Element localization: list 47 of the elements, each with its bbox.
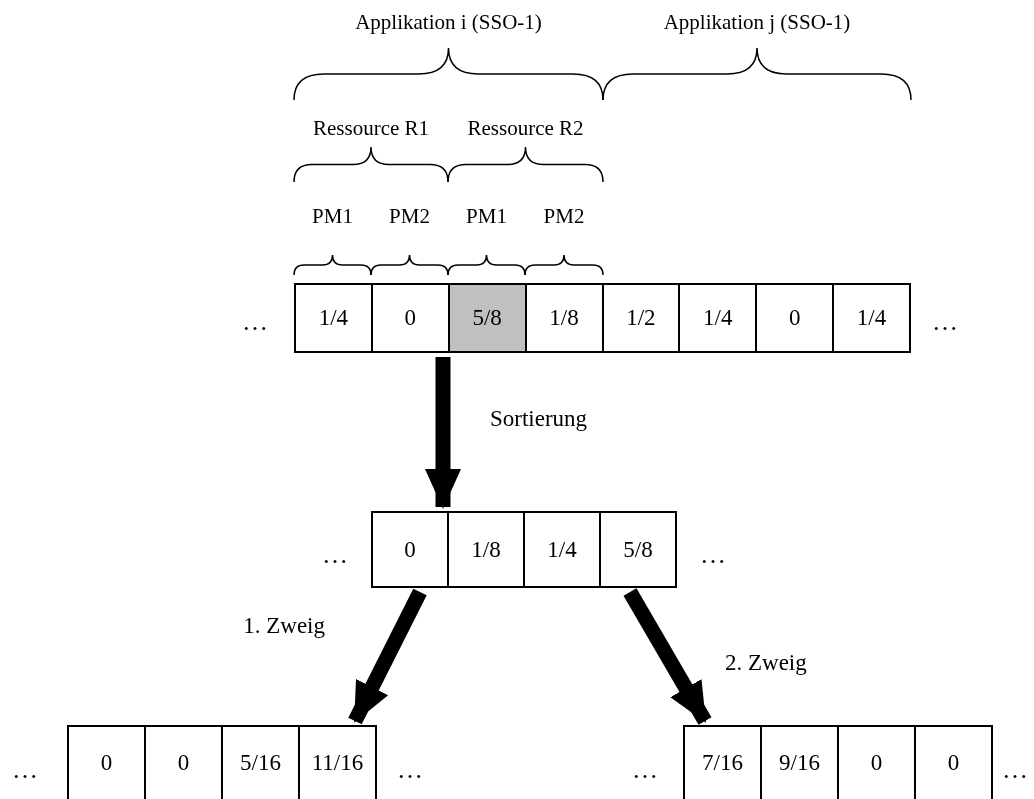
cell-value: 0 bbox=[177, 750, 190, 776]
cell-value: 1/4 bbox=[318, 305, 349, 331]
cell-value: 1/4 bbox=[703, 305, 733, 331]
ellipsis: … bbox=[932, 309, 958, 335]
arrow bbox=[623, 588, 712, 725]
cell-value: 1/8 bbox=[549, 305, 579, 331]
edge-label: Sortierung bbox=[490, 406, 588, 430]
brace-label: Ressource R1 bbox=[312, 117, 430, 139]
cell-value: 0 bbox=[870, 750, 883, 776]
arrow bbox=[425, 357, 461, 509]
cell-value: 0 bbox=[404, 536, 416, 563]
brace-label: PM2 bbox=[389, 205, 430, 227]
cell-value: 7/16 bbox=[702, 750, 743, 776]
ellipsis: … bbox=[632, 757, 658, 783]
brace-label: PM2 bbox=[543, 205, 585, 227]
cell-value: 5/16 bbox=[240, 750, 281, 776]
arrow bbox=[348, 588, 427, 725]
brace-label: PM1 bbox=[312, 205, 353, 227]
cell-value: 0 bbox=[947, 750, 960, 776]
cell-value: 5/8 bbox=[623, 536, 653, 563]
cell-value: 1/8 bbox=[471, 536, 501, 563]
cell-value: 11/16 bbox=[311, 750, 364, 776]
cell-value: 5/8 bbox=[472, 305, 502, 331]
ellipsis: … bbox=[700, 542, 726, 568]
ellipsis: … bbox=[1002, 757, 1028, 783]
cell-value: 1/2 bbox=[626, 305, 656, 331]
array-row-box bbox=[67, 725, 377, 799]
ellipsis: … bbox=[12, 757, 38, 783]
array-row-box bbox=[683, 725, 993, 799]
cell-value: 9/16 bbox=[779, 750, 820, 776]
cell-value: 1/4 bbox=[856, 305, 887, 331]
cell-value: 1/4 bbox=[547, 536, 577, 563]
brace-label: Applikation j (SSO-1) bbox=[663, 11, 851, 33]
ellipsis: … bbox=[242, 309, 268, 335]
brace-label: Ressource R2 bbox=[467, 117, 584, 139]
cell-value: 0 bbox=[404, 305, 417, 331]
brace-label: Applikation i (SSO-1) bbox=[355, 11, 542, 33]
ellipsis: … bbox=[322, 542, 348, 568]
edge-label: 2. Zweig bbox=[725, 650, 807, 674]
cell-value: 0 bbox=[100, 750, 113, 776]
array-cell bbox=[447, 285, 525, 351]
brace-label: PM1 bbox=[466, 205, 507, 227]
array-row-box bbox=[294, 283, 911, 353]
array-row-box bbox=[371, 511, 677, 588]
ellipsis: … bbox=[397, 757, 423, 783]
cell-value: 0 bbox=[788, 305, 801, 331]
edge-label: 1. Zweig bbox=[243, 613, 325, 637]
